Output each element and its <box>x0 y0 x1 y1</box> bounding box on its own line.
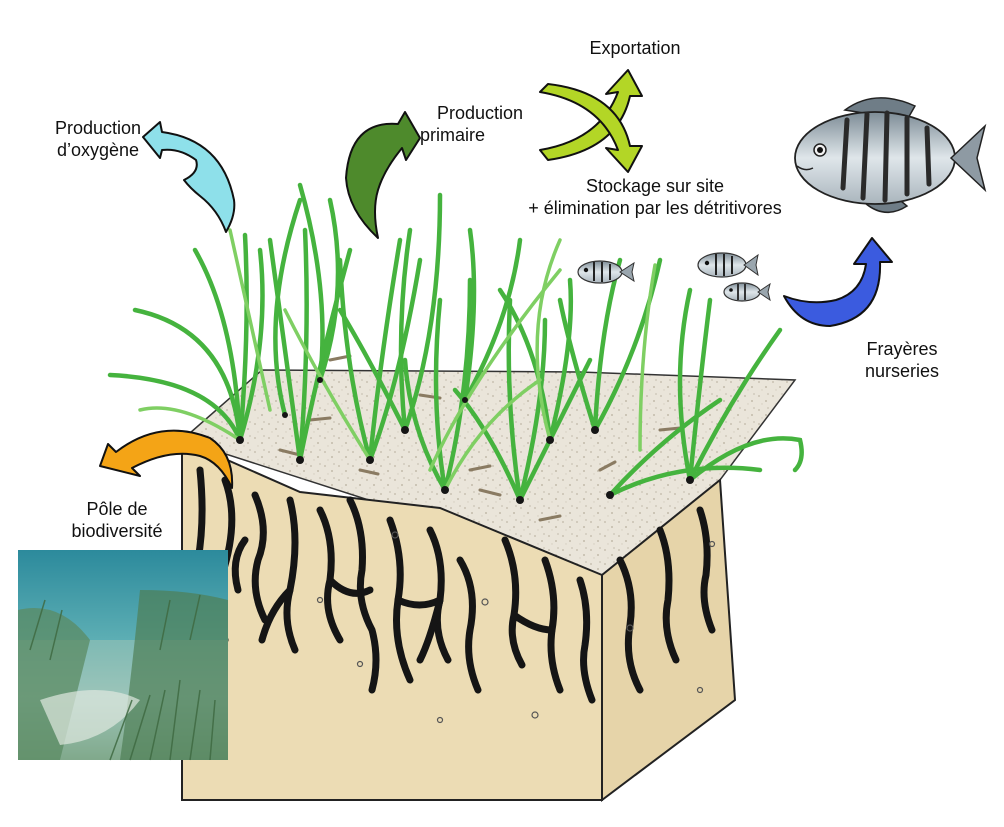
rhizome-network <box>194 466 716 704</box>
primary-label-line-2: primaire <box>420 125 486 145</box>
dark-green-curved-arrow-icon <box>345 111 421 239</box>
seagrass-meadow <box>107 182 804 503</box>
light-blue-curved-arrow-icon <box>142 121 236 233</box>
exportation-text: Exportation <box>589 38 681 58</box>
lime-double-arrow-icon <box>539 69 643 173</box>
small-fish-1 <box>577 260 635 284</box>
biodiversity-label: Pôle de biodiversité <box>52 498 182 542</box>
oxygen-label-line-1: Production <box>54 118 142 138</box>
primary-label-line-1: Production <box>436 103 524 123</box>
underwater-photo <box>18 550 228 761</box>
small-fish-3 <box>723 282 771 302</box>
large-fish <box>794 97 987 213</box>
biodiversity-label-line-1: Pôle de <box>86 499 148 519</box>
biodiversity-label-line-2: biodiversité <box>71 521 163 541</box>
blue-curved-arrow-icon <box>783 237 893 327</box>
orange-curved-arrow-icon <box>99 429 234 489</box>
nursery-label-line-2: nurseries <box>864 361 940 381</box>
seagrass-base-dots <box>236 377 694 504</box>
nursery-label-line-1: Frayères <box>866 339 938 359</box>
sediment-pebbles <box>316 531 716 724</box>
storage-label-line-1: Stockage sur site <box>585 176 725 196</box>
detritus-flecks <box>278 354 682 522</box>
storage-label-line-2: + élimination par les détritivores <box>528 198 782 218</box>
storage-label: Stockage sur site + élimination par les … <box>490 175 820 219</box>
exportation-label: Exportation <box>560 37 710 59</box>
oxygen-production-label: Production d’oxygène <box>28 117 168 161</box>
nursery-label: Frayères nurseries <box>842 338 962 382</box>
oxygen-label-line-2: d’oxygène <box>56 140 140 160</box>
primary-production-label: Production primaire <box>420 102 540 146</box>
small-fish-2 <box>697 252 759 278</box>
